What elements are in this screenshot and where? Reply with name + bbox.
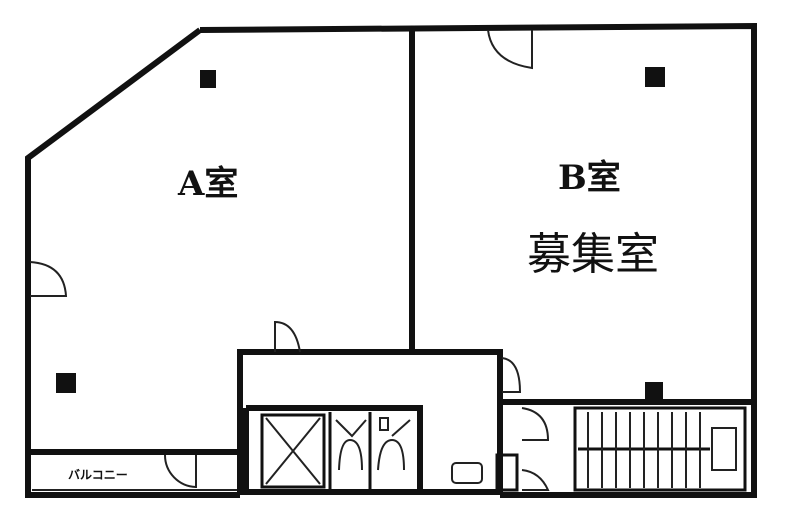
door-swing-icon [521,407,550,441]
staircase [573,406,747,492]
room-b-status: 募集室 [527,229,659,280]
door-swing-icon [29,261,68,297]
column-icon [645,382,663,402]
meter-box [495,453,519,492]
elevator-icon [260,413,326,489]
core [237,320,754,495]
column-icon [200,70,216,88]
door-swing-icon [487,29,533,70]
room-b-label: B室 [558,158,621,198]
balcony-label: バルコニー [68,468,128,482]
room-a-label: A室 [178,164,239,204]
sink-icon [451,462,483,484]
column-icon [645,67,665,87]
outer-walls [25,22,757,498]
toilet-icon [377,417,411,471]
toilet-icon [335,419,367,471]
door-swing-icon [521,469,550,491]
column-icon [56,373,76,393]
